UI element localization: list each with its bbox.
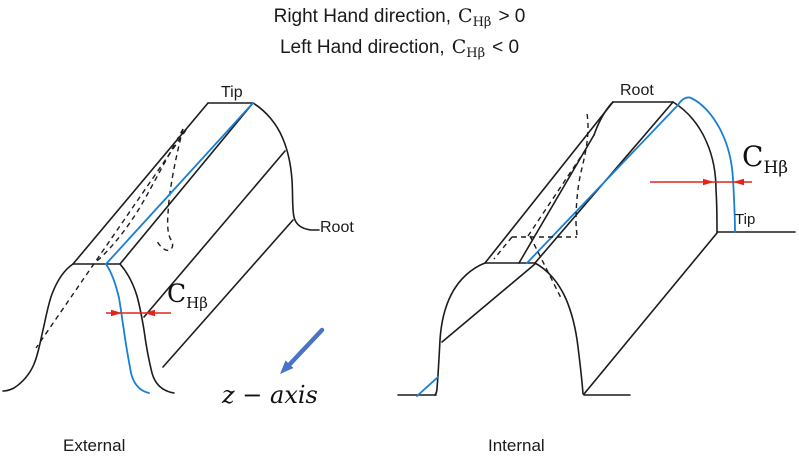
z-axis-label: z − axis <box>222 381 318 409</box>
back-left-flank <box>593 101 614 136</box>
original-edge-dashed <box>96 128 184 262</box>
original-flank-dashed-hidden <box>529 235 563 301</box>
flank-form-edge <box>143 150 286 318</box>
external-tip-label: Tip <box>221 84 243 101</box>
chb-subscript: Hβ <box>472 15 492 30</box>
internal-tip-label: Tip <box>735 211 756 228</box>
modified-flank-top-edge <box>526 104 679 264</box>
chb-symbol: C <box>167 279 187 308</box>
z-axis-arrow-head <box>280 360 294 374</box>
tip-edge <box>583 232 718 395</box>
back-right-flank <box>252 102 320 231</box>
tip-land-right-edge <box>119 102 254 265</box>
z-axis-arrow-shaft <box>287 327 325 367</box>
front-right-flank <box>119 263 175 394</box>
external-caption: External <box>63 436 126 455</box>
chb-symbol: C <box>458 5 473 27</box>
back-right-flank <box>672 101 718 233</box>
dimension-arrow-left <box>733 178 744 186</box>
root-edge <box>162 219 294 368</box>
original-flank-dashed-tail <box>493 236 513 260</box>
chb-symbol: C <box>451 36 467 58</box>
internal-caption: Internal <box>488 436 545 455</box>
title-line-left-hand: Left Hand direction, CHβ < 0 <box>0 35 799 66</box>
dimension-arrow-left <box>144 309 155 317</box>
original-flank-leaf-dashed <box>156 128 184 252</box>
dimension-arrow-right <box>111 309 122 317</box>
title-right-condition: > 0 <box>498 6 526 27</box>
modified-flank-top-edge <box>105 102 254 265</box>
external-gear-drawing <box>2 102 325 394</box>
chb-symbol: C <box>742 140 764 173</box>
title-left-condition: < 0 <box>492 37 520 58</box>
internal-root-label: Root <box>620 82 654 99</box>
internal-gear-drawing <box>397 96 796 397</box>
figure-title: Right Hand direction,CHβ> 0 Left Hand di… <box>0 4 799 66</box>
original-flank-dashed-wavy <box>575 113 589 238</box>
external-chb-dimension-label: CHβ <box>167 279 208 312</box>
dimension-arrow-right <box>703 178 714 186</box>
modified-flank-bottom-segment <box>416 376 439 397</box>
original-helix-dashed <box>35 129 187 349</box>
modified-back-flank <box>677 96 736 233</box>
original-helix-dashed <box>527 145 589 237</box>
external-root-label: Root <box>320 219 354 236</box>
chb-subscript: Hβ <box>186 294 208 312</box>
left-flank-edge <box>518 134 595 264</box>
title-line-right-hand: Right Hand direction, CHβ > 0 <box>0 4 799 35</box>
modified-front-flank <box>105 263 150 394</box>
internal-chb-dimension-label: CHβ <box>742 140 788 178</box>
title-left-pre: Left Hand direction, <box>279 37 445 58</box>
arch-right-flank <box>534 262 584 395</box>
front-left-flank <box>2 263 74 392</box>
chb-subscript: Hβ <box>466 46 486 61</box>
root-land-left-edge <box>484 101 614 264</box>
title-right-pre: Right Hand direction, <box>273 6 452 27</box>
flank-form-edge <box>441 263 536 343</box>
chb-subscript: Hβ <box>763 158 789 178</box>
arch-left-flank <box>434 262 486 396</box>
